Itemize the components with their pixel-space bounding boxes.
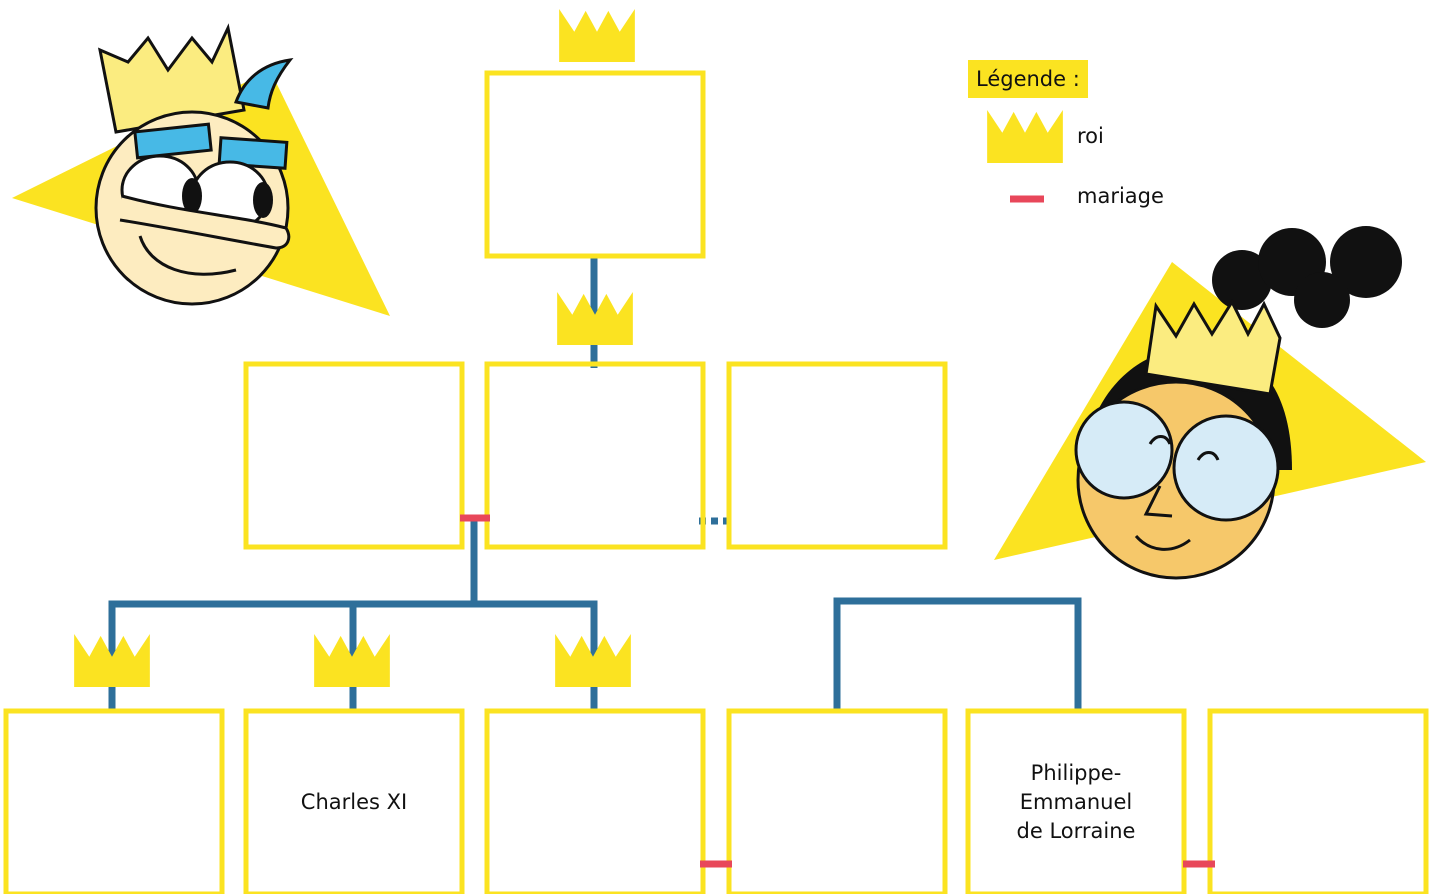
tree-node-charles-xi: Charles XI [246,711,462,894]
name-box [1207,708,1429,894]
name-box [484,70,706,259]
crown-icon [559,9,635,62]
name-box [726,708,948,894]
legend-king-label: roi [1077,124,1104,148]
name-box [3,708,225,894]
name-box [484,708,706,894]
legend-marriage-label: mariage [1077,184,1164,208]
tree-node-philippe-emmanuel: Philippe- Emmanuel de Lorraine [968,711,1184,894]
name-box [726,361,948,550]
king-cartoon-face [12,23,390,316]
legend-title: Légende : [968,60,1088,98]
tree-node-label: Philippe- Emmanuel de Lorraine [1016,761,1136,843]
tree-node-label: Charles XI [300,790,408,814]
name-boxes [3,70,1429,894]
name-box [243,708,465,894]
marriage-dashes [460,514,1215,868]
name-box [965,708,1187,894]
name-box [484,361,706,550]
queen-cartoon-face [994,226,1426,580]
crown-icon [987,110,1063,163]
lineage-line [833,597,1082,712]
name-box [243,361,465,550]
